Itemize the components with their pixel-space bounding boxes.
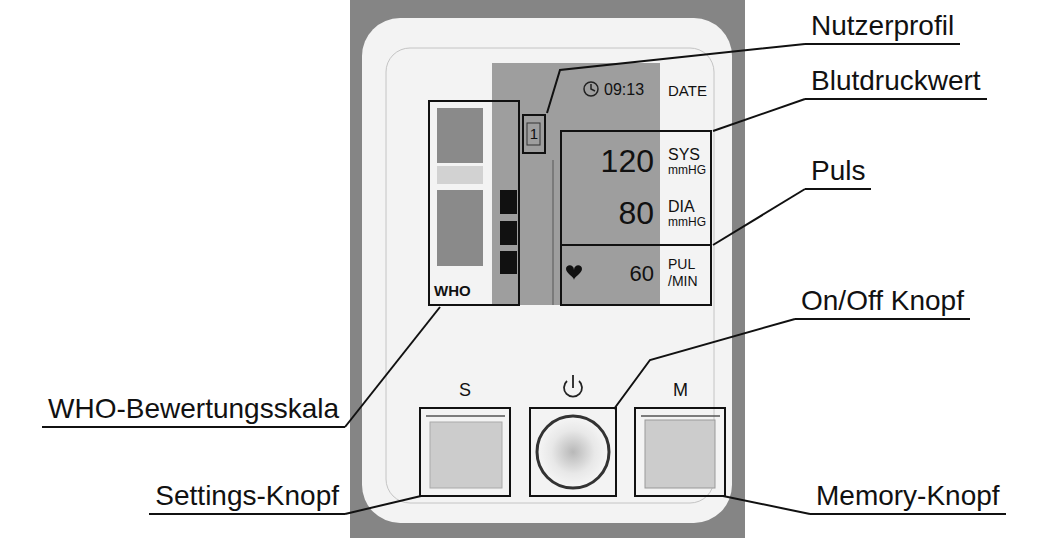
diastolic-value: 80	[618, 196, 654, 231]
button-label: S	[459, 380, 471, 402]
clock-icon	[584, 82, 598, 96]
unit-label: mmHG	[668, 216, 706, 229]
unit-label: PUL /MIN	[668, 256, 708, 290]
callout-label: On/Off Knopf	[795, 285, 970, 320]
housing-inner-outline	[386, 48, 714, 503]
blood-pressure-box: 120SYSmmHG80DIAmmHG	[560, 130, 712, 246]
who-bar	[437, 190, 483, 266]
leader-line	[547, 44, 805, 113]
leader-line	[713, 189, 805, 245]
unit-label: SYS	[668, 146, 700, 164]
scale-label: WHO	[434, 283, 471, 300]
leader-line	[614, 319, 795, 409]
button-label: M	[673, 380, 688, 402]
button-edge	[426, 415, 505, 417]
leader-line	[723, 496, 810, 514]
time-display: 09:13	[604, 80, 644, 99]
leader-line	[345, 496, 421, 514]
profile-number: 1	[524, 126, 544, 143]
level-segment	[500, 221, 517, 245]
power-symbol	[572, 375, 574, 388]
level-segment	[500, 190, 517, 214]
user-profile-box: 1	[522, 114, 546, 154]
power-button	[537, 416, 609, 488]
unit-label: DIA	[668, 198, 695, 216]
leader-line	[713, 99, 805, 131]
who-bar	[437, 166, 483, 184]
photo-background	[350, 0, 745, 538]
power-button-frame	[530, 408, 616, 496]
memory-button-frame	[635, 408, 725, 496]
callout-label: Puls	[805, 155, 871, 190]
pulse-box: 60 PUL /MIN	[560, 244, 712, 306]
callout-label: Memory-Knopf	[810, 480, 1006, 515]
callout-label: Nutzerprofil	[805, 10, 960, 45]
clock-hands	[591, 84, 595, 91]
settings-button	[430, 422, 502, 488]
button-edge	[641, 415, 720, 417]
pulse-value: 60	[630, 262, 654, 286]
who-scale-box: WHO	[428, 100, 520, 306]
settings-button-frame	[420, 408, 510, 496]
callout-label: WHO-Bewertungsskala	[42, 393, 345, 428]
callout-label: Settings-Knopf	[149, 480, 345, 515]
level-segment	[500, 251, 517, 274]
heart-symbol	[566, 265, 582, 280]
lcd-divider	[552, 160, 554, 305]
unit-label: mmHG	[668, 164, 706, 177]
systolic-value: 120	[601, 144, 654, 179]
device-housing	[362, 18, 732, 523]
leader-line	[345, 307, 440, 427]
date-label: DATE	[668, 82, 707, 100]
callout-label: Blutdruckwert	[805, 65, 987, 100]
who-bar	[437, 108, 483, 163]
memory-button	[645, 420, 715, 488]
